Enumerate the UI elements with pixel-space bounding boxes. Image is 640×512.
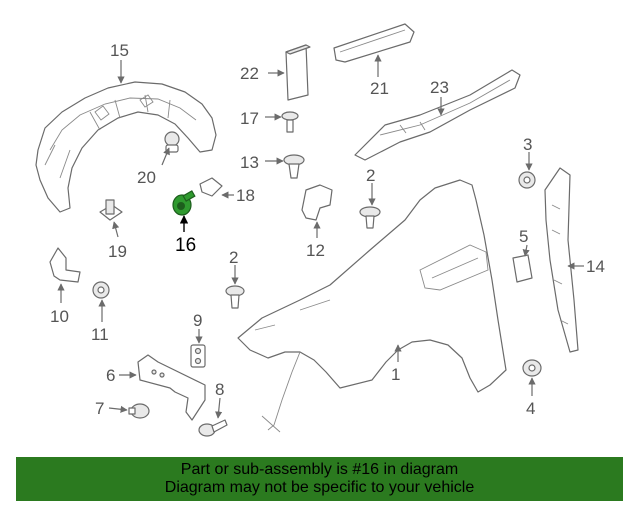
part-15-fender-liner [35,81,217,213]
callout-17: 17 [240,109,259,128]
callout-18: 18 [236,186,255,205]
part-21-strip [333,23,415,63]
part-9-clip [190,344,206,368]
callout-11: 11 [91,325,109,344]
callout-12: 12 [306,241,325,260]
callout-5: 5 [519,227,528,246]
callout-8: 8 [215,380,224,399]
part-17-bolt [281,111,299,133]
callout-2: 2 [229,248,238,267]
callout-14: 14 [586,257,605,276]
part-5-clip [512,254,533,283]
part-6-bracket [137,354,206,421]
callout-23: 23 [430,78,449,97]
part-3-clip [518,171,536,189]
banner-line-1: Part or sub-assembly is #16 in diagram [180,461,459,478]
part-1-fender [237,179,507,433]
callout-9: 9 [193,311,202,330]
part-18-clip [199,177,223,197]
callout-4: 4 [526,399,535,418]
part-14-seal [544,167,579,353]
callout-2: 2 [366,166,375,185]
callout-13: 13 [240,153,259,172]
part-8-screw [198,419,228,437]
part-7-bolt [128,403,150,419]
callout-22: 22 [240,64,259,83]
callout-15: 15 [110,41,129,60]
callout-7: 7 [95,399,104,418]
part-19-clip [99,199,123,221]
callout-3: 3 [523,135,532,154]
callout-10: 10 [50,307,69,326]
callout-1: 1 [391,365,400,384]
part-11-bolt [92,281,110,299]
part-2-upper-bolt [359,206,381,229]
part-10-bracket [49,247,81,283]
part-22-pad [285,44,311,101]
part-16-bolt-highlighted[interactable] [172,190,196,216]
callout-19: 19 [108,242,127,261]
part-2-lower-bolt [225,285,245,309]
part-20-clip [164,131,180,153]
parts-diagram: 1 2 2 3 4 5 6 7 8 9 10 11 12 13 14 15 16… [35,23,605,437]
info-banner: Part or sub-assembly is #16 in diagram D… [16,457,623,501]
part-4-clip [522,359,542,377]
callout-21: 21 [370,79,389,98]
callout-16[interactable]: 16 [175,235,196,256]
part-13-clip [283,154,305,179]
part-12-bracket [301,184,333,221]
callout-20: 20 [137,168,156,187]
banner-line-2: Diagram may not be specific to your vehi… [164,479,475,496]
callout-labels: 1 2 2 3 4 5 6 7 8 9 10 11 12 13 14 15 16… [50,41,605,418]
callout-6: 6 [106,366,115,385]
